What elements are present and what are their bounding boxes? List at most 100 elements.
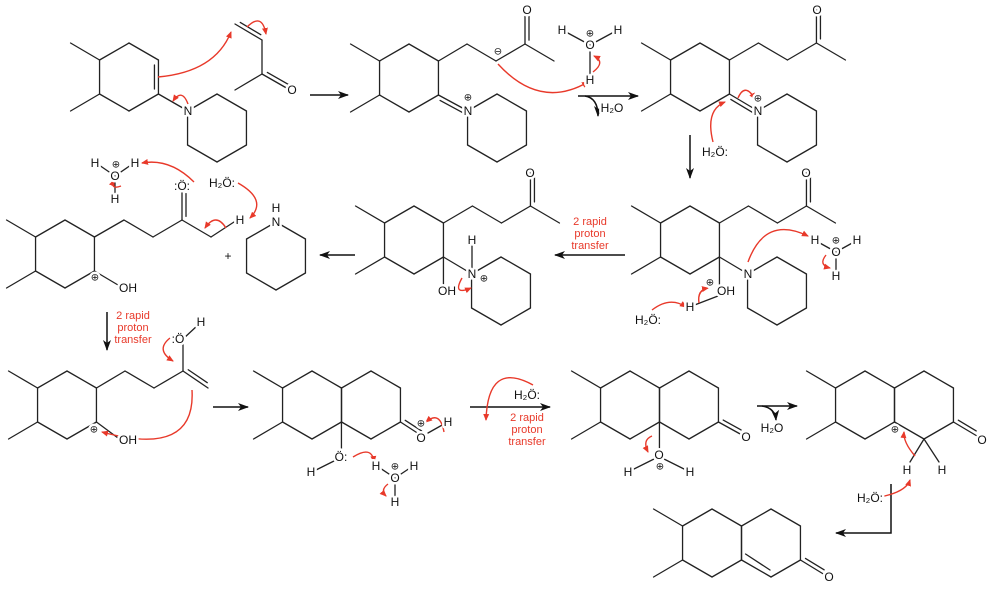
bond	[688, 370, 720, 389]
bond	[740, 508, 772, 527]
charge-symbol: ⊖	[494, 47, 502, 58]
bond	[281, 421, 313, 440]
bond	[66, 370, 98, 389]
bond	[186, 144, 218, 163]
charge-symbol: ⊕	[417, 419, 425, 430]
bond	[815, 42, 847, 61]
bond	[408, 94, 440, 113]
bond	[98, 93, 130, 112]
atom-label: H	[111, 192, 120, 206]
bond	[834, 421, 866, 440]
bond	[281, 370, 313, 389]
bond	[746, 307, 778, 326]
atom-label: O	[654, 448, 663, 462]
atom-label: H	[197, 315, 206, 329]
bond	[496, 93, 528, 112]
bond	[340, 421, 372, 440]
atom-label: H	[468, 233, 477, 247]
electron-pushing-arrow	[237, 182, 258, 219]
bond	[413, 205, 445, 224]
atom-label: O	[110, 169, 119, 183]
bond	[123, 219, 154, 238]
bond	[128, 42, 160, 61]
electron-pushing-arrow	[497, 63, 589, 94]
bond	[34, 219, 66, 238]
bond	[437, 94, 469, 112]
bond	[470, 256, 502, 275]
bond	[952, 421, 978, 437]
bond	[98, 42, 130, 61]
bond	[599, 370, 631, 389]
bond	[776, 307, 808, 326]
atom-label: H	[391, 495, 400, 509]
bond	[658, 421, 690, 440]
bond	[311, 370, 343, 389]
proton-transfer-label: transfer	[571, 240, 609, 252]
atom-label: O	[416, 431, 425, 445]
bond	[340, 370, 372, 389]
electron-pushing-arrow	[162, 337, 174, 362]
proton-transfer-label: proton	[574, 228, 605, 240]
bond	[349, 94, 381, 113]
bond	[786, 93, 818, 112]
bond	[663, 458, 685, 470]
atom-label: O	[812, 3, 821, 17]
bond	[216, 144, 248, 163]
bond	[689, 256, 721, 275]
proton-transfer-label: 2 rapid	[510, 412, 544, 424]
bond	[378, 94, 410, 113]
bond	[728, 93, 759, 112]
bond	[261, 73, 291, 91]
bond	[383, 256, 415, 275]
bond	[640, 42, 672, 61]
atom-label: O	[287, 83, 296, 97]
atom-label: H	[586, 73, 595, 87]
bond	[630, 205, 662, 224]
bond	[629, 370, 661, 389]
electron-pushing-arrow	[425, 415, 445, 433]
bond	[776, 205, 808, 224]
bond	[470, 307, 502, 326]
electron-pushing-arrow	[172, 94, 189, 105]
bond	[805, 205, 837, 224]
bond	[471, 205, 503, 224]
bond	[234, 73, 263, 91]
charge-symbol: ⊕	[586, 29, 594, 40]
bond	[835, 241, 855, 253]
atom-label: O	[585, 38, 594, 52]
reaction-arrow	[835, 484, 892, 537]
bond	[629, 421, 661, 440]
electron-pushing-arrow	[822, 254, 831, 270]
electron-pushing-arrow	[204, 219, 227, 229]
atom-label: N	[744, 267, 753, 281]
electron-pushing-arrow	[108, 179, 122, 188]
bond	[7, 421, 39, 440]
electron-pushing-arrow	[457, 277, 472, 294]
bond	[834, 370, 866, 389]
bond	[66, 421, 98, 440]
bond	[799, 559, 826, 576]
bond	[864, 370, 896, 389]
charge-symbol: ⊕	[754, 94, 762, 105]
atom-label: H	[903, 463, 912, 477]
atom-label: :Ö	[172, 332, 185, 346]
atom-label: N	[754, 104, 763, 118]
bond	[64, 270, 96, 289]
bond	[633, 458, 655, 470]
bond	[529, 205, 561, 224]
bond	[864, 421, 896, 440]
charge-symbol: ⊕	[706, 278, 714, 289]
bond	[805, 370, 837, 389]
bond	[688, 421, 720, 440]
atom-label: H₂O	[601, 101, 624, 115]
bond	[378, 43, 410, 62]
bond	[659, 205, 691, 224]
electron-pushing-arrow	[710, 101, 726, 143]
electron-pushing-arrow	[737, 89, 756, 100]
proton-transfer-label: transfer	[114, 334, 152, 346]
charge-symbol: ⊕	[656, 462, 664, 473]
atom-label: OH	[438, 284, 456, 298]
electron-pushing-arrow	[352, 451, 377, 463]
bond	[69, 42, 101, 61]
